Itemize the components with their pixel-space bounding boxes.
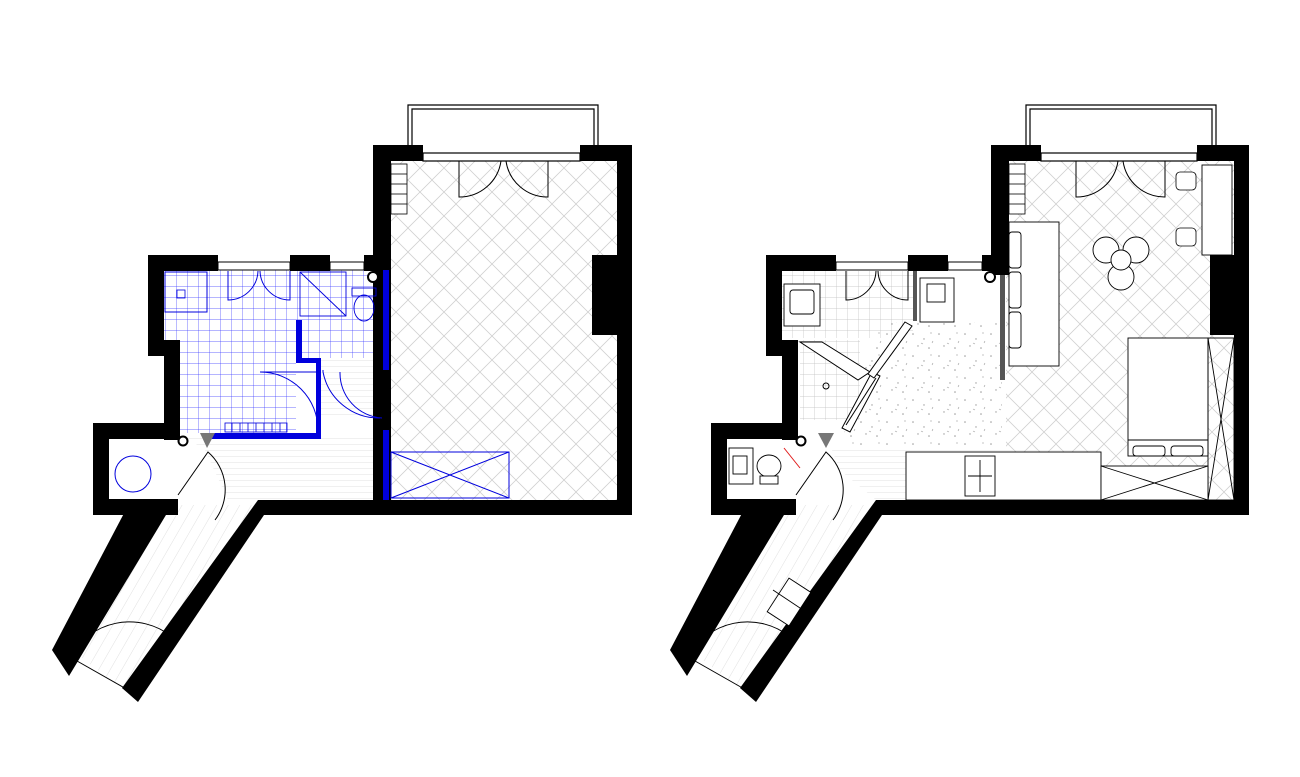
hall-floor [180, 433, 388, 503]
sliding-partition[interactable] [841, 321, 913, 433]
door-jamb [200, 433, 215, 448]
pipe-column [367, 271, 379, 283]
kitchen-window [835, 261, 983, 271]
walls [52, 145, 632, 702]
desk [1201, 164, 1233, 256]
living-floor [388, 160, 617, 503]
radiator [390, 163, 408, 215]
toilet [756, 454, 782, 485]
corridor-cabinet [766, 577, 812, 627]
existing-floor-plan [52, 104, 632, 702]
corridor-door-swing[interactable] [69, 621, 172, 691]
entry-door-swing[interactable] [177, 451, 226, 521]
walls [670, 145, 1249, 702]
entry-column [795, 435, 807, 447]
proposed-floor-plan [670, 104, 1249, 702]
banquette [1008, 221, 1060, 367]
entry-column [177, 435, 189, 447]
entry-door-swing[interactable] [795, 451, 844, 521]
balcony [1025, 104, 1217, 162]
entry-alcove-floor [108, 436, 178, 498]
kitchen-door-swings[interactable] [227, 270, 319, 431]
pipe-column [984, 271, 996, 283]
kitchen-counter [164, 271, 208, 313]
wc-basin [728, 447, 754, 485]
corridor-door-swing[interactable] [687, 621, 790, 691]
dining-table [1092, 236, 1150, 291]
wardrobe-right [1207, 337, 1235, 501]
wc-washbasin [919, 277, 955, 323]
kitchen-counter [905, 451, 1209, 501]
living-door-swing[interactable] [339, 371, 383, 419]
balcony [407, 104, 599, 162]
kitchen-tiles [163, 270, 296, 433]
kitchen-radiator [224, 422, 288, 433]
water-heater [114, 455, 152, 493]
wc-door-swing[interactable] [783, 447, 801, 469]
wc-floor [320, 360, 386, 420]
kitchen-window [217, 261, 365, 271]
washbasin [783, 283, 821, 327]
desk-chairs [1175, 171, 1197, 247]
balcony-door-swings[interactable] [458, 160, 549, 198]
terrazzo-floor [840, 322, 1002, 445]
door-jamb [818, 433, 834, 448]
balcony-door-swings[interactable] [1075, 160, 1166, 198]
bathroom-door-swings[interactable] [845, 270, 909, 301]
bed [1127, 337, 1209, 457]
sink [176, 289, 186, 299]
bathroom-tiles [296, 270, 386, 358]
radiator [1008, 163, 1026, 215]
wardrobe [390, 451, 510, 499]
wc-door-swing[interactable] [322, 370, 381, 419]
toilet-existing [351, 287, 377, 322]
shower [299, 271, 347, 317]
